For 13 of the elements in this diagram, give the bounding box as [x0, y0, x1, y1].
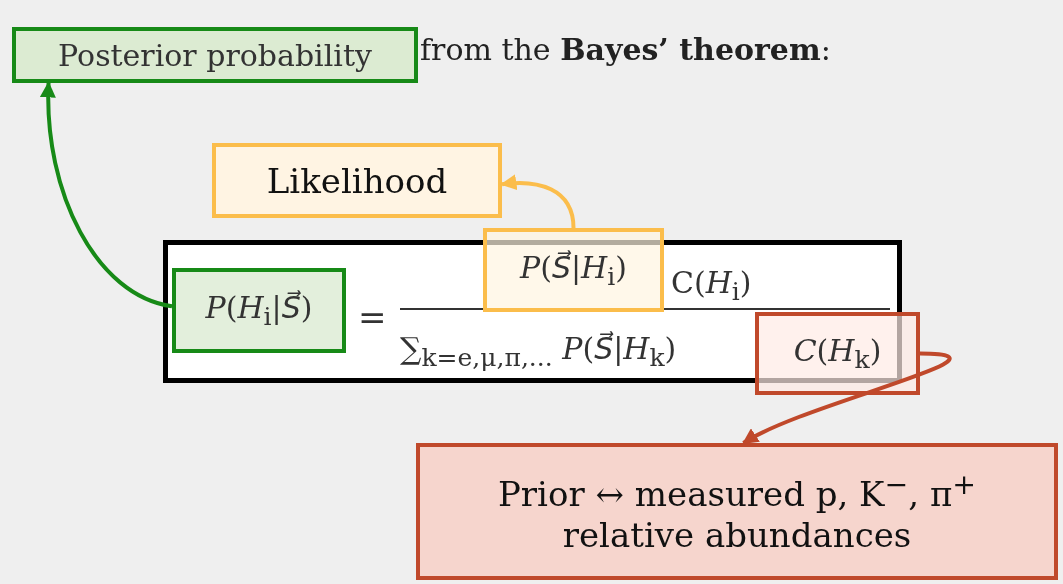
prior-label: Prior ↔ measured p, K$^{−}$, π$^{+}$ relative abundances [416, 443, 1058, 580]
denominator-sum: ∑$_{k=e,μ,π,...}$ P(S⃗|H$_{k}$) [400, 331, 677, 372]
likelihood-term: P(S⃗|H$_{i}$) [483, 228, 664, 312]
heading-text: from the Bayes’ theorem: [420, 32, 831, 67]
likelihood-label: Likelihood [212, 143, 502, 218]
prior-term: C(H$_{k}$) [755, 312, 920, 395]
prior-numerator: C(H$_{i}$) [671, 265, 752, 306]
curved-arrow [742, 351, 952, 445]
equals-sign: = [358, 297, 387, 337]
curved-arrow [500, 174, 576, 229]
posterior-term: P(H$_{i}$|S⃗) [172, 268, 346, 353]
posterior-label: Posterior probability [12, 27, 418, 83]
curved-arrow [40, 81, 173, 309]
